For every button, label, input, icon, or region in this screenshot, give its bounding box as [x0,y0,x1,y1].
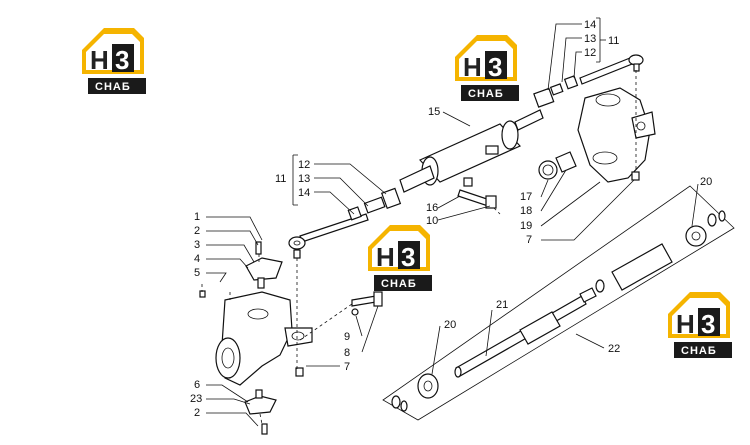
callout-23: 23 [190,393,202,405]
callout-14-right: 14 [584,19,596,31]
upper-bolt [255,241,262,255]
callout-12-left: 12 [298,159,310,171]
svg-text:СНАБ: СНАБ [95,81,131,93]
svg-text:H: H [90,45,109,75]
callout-20-right: 20 [700,176,712,188]
steering-knuckle-right [577,87,656,183]
callout-6: 6 [194,379,200,391]
callout-19: 19 [520,220,532,232]
callout-1: 1 [194,211,200,223]
brand-logo-bottom-right: H 3 СНАБ [668,292,732,358]
shaft-21 [454,287,597,378]
callout-15: 15 [428,106,440,118]
callout-8: 8 [344,347,350,359]
svg-text:СНАБ: СНАБ [681,345,717,357]
svg-text:3: 3 [701,309,715,339]
svg-text:H: H [376,242,395,272]
bushing-20-lower [417,373,439,399]
callout-3: 3 [194,239,200,251]
seal-rings [391,210,726,412]
callout-9: 9 [344,331,350,343]
callout-18: 18 [520,205,532,217]
tie-rod-left [288,187,402,259]
upper-king-pin-cap [245,257,283,289]
callout-7-right: 7 [526,234,532,246]
svg-text:H: H [676,309,695,339]
steering-knuckle-left [215,291,313,386]
svg-text:СНАБ: СНАБ [468,88,504,100]
callout-21: 21 [496,299,508,311]
small-grease-nipple [199,290,206,298]
callout-11-left: 11 [275,173,286,185]
callout-16: 16 [426,202,438,214]
tube-20-upper [611,225,707,291]
callout-22: 22 [608,343,620,355]
callout-7-left: 7 [344,361,350,373]
nut-right [631,171,640,181]
brand-logo-top-left: H 3 СНАБ [82,28,146,94]
svg-text:3: 3 [401,242,415,272]
callout-11-right: 11 [608,35,619,47]
callout-13-left: 13 [298,173,310,185]
callout-20-lower: 20 [444,319,456,331]
brand-logo-middle: H 3 СНАБ [368,225,432,291]
lower-king-pin-cap [244,389,277,415]
callout-10: 10 [426,215,438,227]
callout-4: 4 [194,253,200,265]
callout-12-right: 12 [584,47,596,59]
bolt-16-group [457,189,501,215]
steering-cylinder-15 [399,109,544,193]
bushing-17 [538,160,558,180]
svg-text:H: H [463,52,482,82]
svg-text:3: 3 [488,52,502,82]
bolt-8-group [351,291,383,316]
svg-text:СНАБ: СНАБ [381,278,417,290]
callout-2: 2 [194,225,200,237]
callout-13-right: 13 [584,33,596,45]
callout-5: 5 [194,267,200,279]
callout-2-lower: 2 [194,407,200,419]
callout-14-left: 14 [298,187,310,199]
callout-17: 17 [520,191,532,203]
tie-rod-right [533,54,644,108]
svg-text:3: 3 [115,45,129,75]
lower-bolt [261,423,268,435]
brand-logo-top-center: H 3 СНАБ [455,35,519,101]
bushing-18 [555,151,577,173]
nut-left [295,367,304,377]
